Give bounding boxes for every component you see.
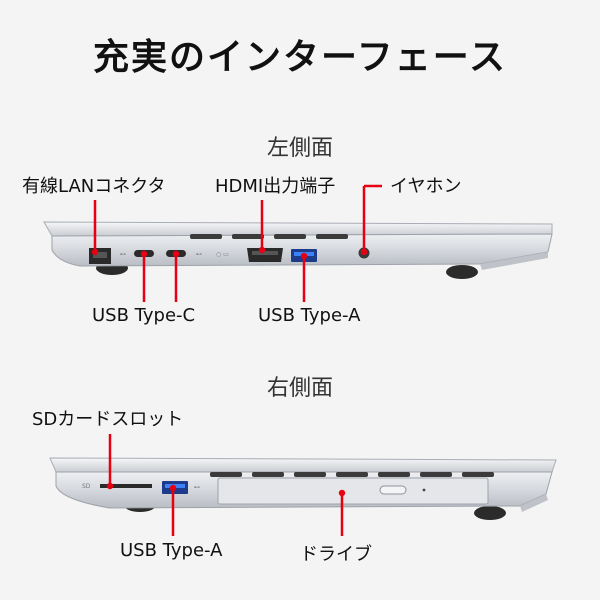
svg-text:⊷: ⊷ <box>120 251 126 258</box>
optical-drive <box>217 477 489 505</box>
svg-text:⊷: ⊷ <box>196 251 202 258</box>
right-callouts <box>106 434 346 536</box>
right-side-laptop: SD ⊷ <box>49 457 557 520</box>
usb-a-right-label: USB Type-A <box>120 540 223 561</box>
usb-a-left-label: USB Type-A <box>258 305 361 326</box>
svg-text:SD: SD <box>82 483 91 490</box>
left-side-laptop: ⊷ ⊷ ○ ▭ <box>43 221 553 279</box>
earphone-label: イヤホン <box>390 176 462 197</box>
svg-text:○ ▭: ○ ▭ <box>216 251 229 258</box>
sd-slot <box>100 484 152 488</box>
page-title: 充実のインターフェース <box>92 37 508 78</box>
left-callouts <box>91 184 382 302</box>
drive-label: ドライブ <box>300 544 372 565</box>
right-side-heading: 右側面 <box>266 376 333 401</box>
hdmi-label: HDMI出力端子 <box>215 176 336 197</box>
hdmi-port <box>247 248 283 262</box>
svg-text:⊷: ⊷ <box>194 484 200 491</box>
sd-label: SDカードスロット <box>32 409 184 430</box>
left-side-heading: 左側面 <box>266 136 333 161</box>
lan-label: 有線LANコネクタ <box>22 176 166 197</box>
usb-c-label: USB Type-C <box>92 305 196 326</box>
